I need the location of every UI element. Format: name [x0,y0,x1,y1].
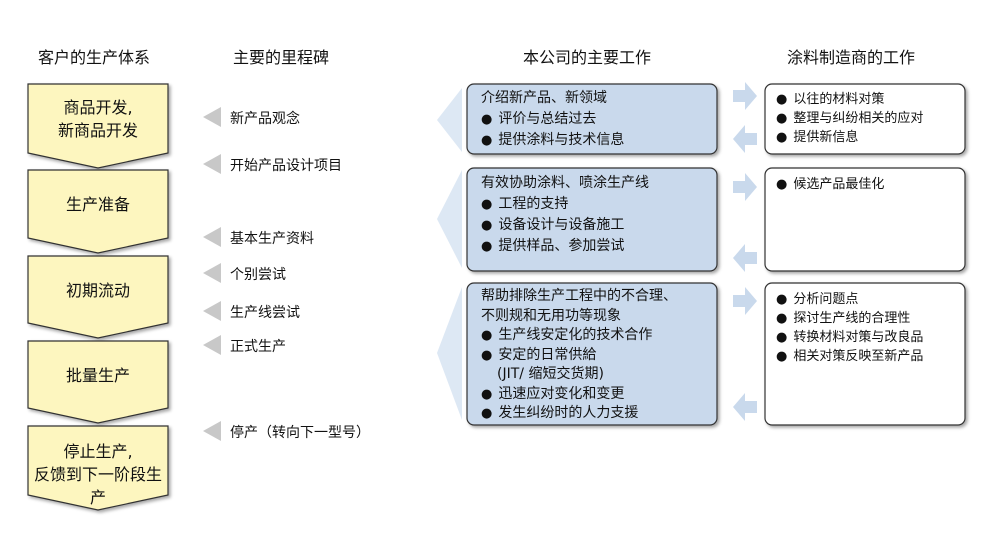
company-task-2: 有效协助涂料、喷涂生产线 工程的支持 设备设计与设备施工 提供样品、参加尝试 [481,173,649,257]
maker-task-1-bullet-3: 提供新信息 [776,128,923,147]
milestone-1: 新产品观念 [230,111,300,127]
maker-task-1: 以往的材料对策 整理与纠纷相关的应对 提供新信息 [776,90,923,147]
maker-task-3-bullet-2: 探讨生产线的合理性 [776,309,923,328]
header-customer-system: 客户的生产体系 [38,48,151,67]
company-task-3-sub-note: (JIT/ 缩短交货期) [497,366,604,382]
company-task-1: 介绍新产品、新领域 评价与总结过去 提供涂料与技术信息 [481,88,624,151]
milestone-7: 停产（转向下一型号） [230,425,370,441]
milestone-5: 生产线尝试 [230,305,300,321]
pointer-box-3 [437,287,462,420]
maker-task-3: 分析问题点 探讨生产线的合理性 转换材料对策与改良品 相关对策反映至新产品 [776,290,923,366]
arrow-right-3 [733,287,757,315]
stage-mass-production-label: 批量生产 [65,366,130,385]
stage-development: 商品开发, 新商品开发 [28,96,168,142]
stage-development-line-2: 新商品开发 [57,121,138,140]
milestone-marker-2 [203,154,221,174]
header-milestones: 主要的里程碑 [233,48,330,67]
company-task-3-bullet-1: 生产线安定化的技术合作 [481,326,677,346]
company-task-1-bullet-2: 提供涂料与技术信息 [481,130,624,151]
stage-shape-development [27,83,169,169]
stage-development-line-1: 商品开发, [63,98,133,117]
company-task-3: 帮助排除生产工程中的不合理、 不则规和无用功等现象 生产线安定化的技术合作 安定… [481,287,677,424]
stage-shapes [27,83,169,511]
company-task-2-title: 有效协助涂料、喷涂生产线 [481,175,649,191]
maker-task-3-bullet-1: 分析问题点 [776,290,923,309]
milestone-marker-4 [203,263,221,283]
stage-shape-initial-flow [27,255,169,339]
maker-task-3-bullet-3: 转换材料对策与改良品 [776,328,923,347]
arrow-right-1 [733,82,757,110]
milestone-marker-6 [203,335,221,355]
stage-initial-flow: 初期流动 [28,279,168,302]
milestone-marker-5 [203,301,221,321]
milestone-marker-7 [203,421,221,441]
arrow-right-2 [733,173,757,201]
company-task-1-bullet-1: 评价与总结过去 [481,109,624,130]
milestone-markers [203,107,221,441]
pointer-box-2 [437,170,462,268]
pointer-box-1 [437,88,462,152]
stage-stop-line-1: 停止生产, [63,442,133,461]
stage-shape-preparation [27,169,169,254]
company-task-2-bullet-1: 工程的支持 [481,194,649,215]
stage-shape-mass-production [27,340,169,424]
header-maker-work: 涂料制造商的工作 [787,48,916,67]
stage-preparation-label: 生产准备 [65,195,130,214]
maker-task-1-bullet-2: 整理与纠纷相关的应对 [776,109,923,128]
company-task-2-bullet-2: 设备设计与设备施工 [481,215,649,236]
stage-stop-line-2: 反馈到下一阶段生产 [33,465,162,507]
milestone-2: 开始产品设计项目 [230,158,342,174]
maker-task-1-bullet-1: 以往的材料对策 [776,90,923,109]
company-task-2-bullet-3: 提供样品、参加尝试 [481,236,649,257]
header-company-work: 本公司的主要工作 [523,48,652,67]
exchange-arrows [733,82,757,421]
stage-initial-flow-label: 初期流动 [65,281,130,300]
maker-task-2: 候选产品最佳化 [776,175,884,194]
milestone-4: 个别尝试 [230,267,286,283]
maker-task-3-bullet-4: 相关对策反映至新产品 [776,347,923,366]
milestone-6: 正式生产 [230,339,286,355]
company-task-3-title-1: 帮助排除生产工程中的不合理、 [481,288,677,304]
stage-preparation: 生产准备 [28,193,168,216]
company-task-3-bullet-2: 安定的日常供給 [481,346,677,366]
company-task-3-bullet-3: 迅速应对变化和变更 [481,385,677,405]
milestone-marker-1 [203,107,221,127]
stage-shape-stop-production [27,425,169,511]
company-pointers [437,88,462,420]
company-task-1-title: 介绍新产品、新领域 [481,90,607,106]
milestone-marker-3 [203,227,221,247]
milestone-3: 基本生产资料 [230,231,314,247]
arrow-left-3 [733,393,757,421]
company-task-3-bullet-4: 发生纠纷时的人力支援 [481,404,677,424]
stage-stop-production: 停止生产, 反馈到下一阶段生产 [28,440,168,509]
arrow-left-1 [733,125,757,153]
company-task-3-title-2: 不则规和无用功等现象 [481,307,621,324]
stage-mass-production: 批量生产 [28,364,168,387]
maker-task-2-bullet-1: 候选产品最佳化 [776,175,884,194]
arrow-left-2 [733,244,757,272]
